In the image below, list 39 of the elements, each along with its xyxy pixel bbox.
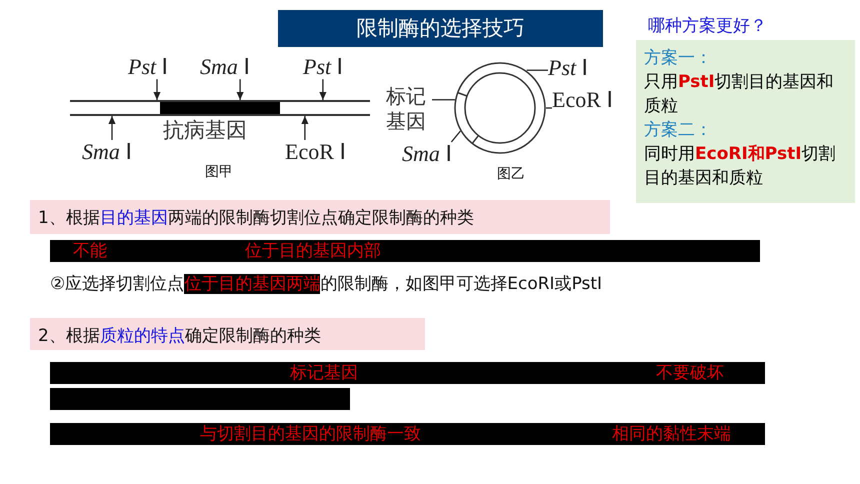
highlighted-text: 相同的黏性末端 xyxy=(612,423,731,445)
gene-label: 抗病基因 xyxy=(163,117,247,144)
enzyme-label: Sma Ⅰ xyxy=(82,140,132,164)
heading-band: 1、根据目的基因两端的限制酶切割位点确定限制酶的种类 xyxy=(30,200,610,234)
scheme-heading: 方案二： xyxy=(644,119,713,142)
question-text: 哪种方案更好？ xyxy=(648,15,767,37)
enzyme-label: EcoR Ⅰ xyxy=(285,140,346,164)
leader-line xyxy=(546,107,552,109)
highlighted-text: 标记基因 xyxy=(290,362,358,384)
scheme-panel xyxy=(636,40,855,203)
plasmid-ring-drawing xyxy=(454,62,546,154)
enzyme-label: Sma Ⅰ xyxy=(200,55,250,80)
arrow xyxy=(108,116,116,140)
highlighted-text: 不能 xyxy=(73,240,107,262)
figure-caption: 图乙 xyxy=(497,165,525,183)
highlighted-text: 位于目的基因内部 xyxy=(245,240,381,262)
title-banner: 限制酶的选择技巧 xyxy=(278,10,603,47)
arrow xyxy=(301,116,309,140)
enzyme-label: Pst Ⅰ xyxy=(548,56,588,80)
enzyme-label: Pst Ⅰ xyxy=(303,55,343,80)
heading-band: 2、根据质粒的特点确定限制酶的种类 xyxy=(30,318,425,350)
highlighted-text: 不要破坏 xyxy=(656,362,724,384)
scheme-heading: 方案一： xyxy=(644,47,713,70)
enzyme-label: Pst Ⅰ xyxy=(128,55,168,80)
enzyme-label: Sma Ⅰ xyxy=(402,142,452,166)
dna-strand-drawing xyxy=(70,100,370,116)
gene-label: 标记基因 xyxy=(386,84,432,134)
leader-line xyxy=(450,130,461,142)
arrow xyxy=(236,79,244,100)
scheme-text: 同时用EcoRⅠ和PstⅠ切割目的基因和质粒 xyxy=(644,143,837,190)
arrow xyxy=(319,79,327,100)
leader-line xyxy=(432,99,455,100)
figure-caption: 图甲 xyxy=(205,163,233,181)
sentence-text: ②应选择切割位点位于目的基因两端的限制酶，如图甲可选择EcoRⅠ或PstⅠ xyxy=(50,273,602,295)
leader-line xyxy=(526,70,548,71)
scheme-text: 只用PstⅠ切割目的基因和质粒 xyxy=(644,71,835,118)
highlighted-text: 与切割目的基因的限制酶一致 xyxy=(200,423,421,445)
enzyme-label: EcoR Ⅰ xyxy=(552,88,612,112)
arrow xyxy=(153,79,161,100)
